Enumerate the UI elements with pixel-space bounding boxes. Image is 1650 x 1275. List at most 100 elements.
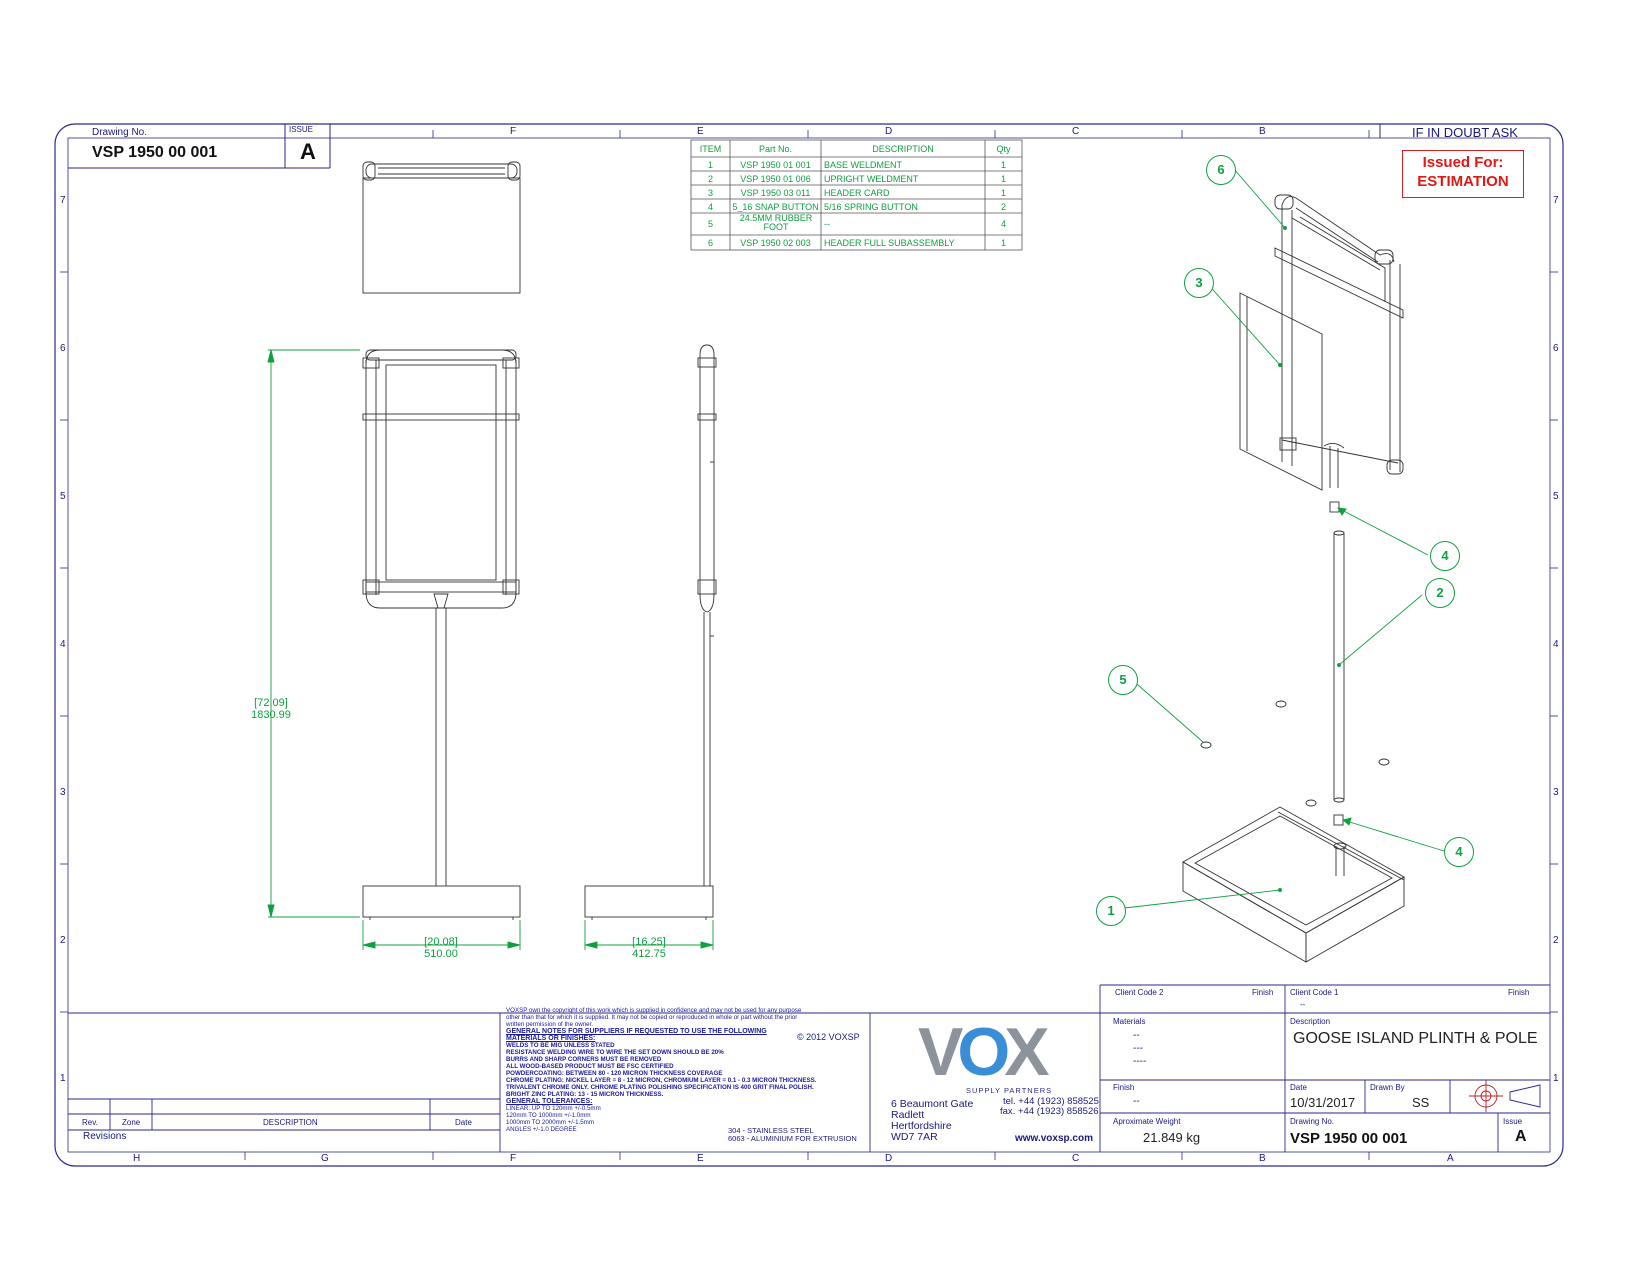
zone-right-6: 6 xyxy=(1553,343,1559,354)
bom-header-description: DESCRIPTION xyxy=(872,144,934,154)
height-dimension-mm: 1830.99 xyxy=(251,709,291,721)
drawn-by-label: Drawn By xyxy=(1370,1083,1405,1092)
notes-line: RESISTANCE WELDING WIRE TO WIRE THE SET … xyxy=(506,1049,724,1056)
client-code-2-label: Client Code 2 xyxy=(1115,988,1164,997)
zone-right-4: 4 xyxy=(1553,639,1559,650)
revisions-title: Revisions xyxy=(83,1131,127,1142)
revisions-description-header: DESCRIPTION xyxy=(263,1118,318,1127)
zone-bottom-d: D xyxy=(885,1153,893,1164)
bom-header-part: Part No. xyxy=(758,144,792,154)
bom-description: BASE WELDMENT xyxy=(824,160,903,170)
drawn-by-value: SS xyxy=(1412,1095,1430,1110)
bom-part-no: VSP 1950 01 001 xyxy=(740,160,811,170)
company-fax: fax. +44 (1923) 858526 xyxy=(1000,1106,1099,1117)
zone-bottom-g: G xyxy=(321,1153,329,1164)
front-width-inches: [20.08] xyxy=(424,936,458,948)
weight-label: Aproximate Weight xyxy=(1113,1117,1181,1126)
if-in-doubt-ask: IF IN DOUBT ASK xyxy=(1412,125,1518,140)
balloon-item-4-lower: 4 xyxy=(1444,837,1474,867)
tolerance-line: ANGLES +/-1.0 DEGREE xyxy=(506,1126,577,1133)
notes-line: ALL WOOD-BASED PRODUCT MUST BE FSC CERTI… xyxy=(506,1063,674,1070)
bom-qty: 1 xyxy=(1000,238,1006,248)
copyright-line: written permission of the owner. xyxy=(506,1021,594,1028)
address-line: 6 Beaumont Gate xyxy=(891,1098,974,1110)
notes-line: POWDERCOATING: BETWEEN 80 - 120 MICRON T… xyxy=(506,1070,723,1077)
bom-item: 2 xyxy=(707,174,713,184)
zone-bottom-h: H xyxy=(133,1153,141,1164)
issued-for-stamp: Issued For: ESTIMATION xyxy=(1402,150,1524,198)
zone-bottom-c: C xyxy=(1072,1153,1080,1164)
bom-item: 4 xyxy=(707,202,713,212)
bom-part-no: VSP 1950 03 011 xyxy=(740,188,811,198)
notes-heading: GENERAL NOTES FOR SUPPLIERS IF REQUESTED… xyxy=(506,1028,767,1035)
balloon-item-4-upper: 4 xyxy=(1430,541,1460,571)
balloon-item-2: 2 xyxy=(1425,578,1455,608)
address-line: Radlett xyxy=(891,1109,925,1121)
drawing-date: 10/31/2017 xyxy=(1290,1095,1356,1110)
bom-qty: 1 xyxy=(1000,160,1006,170)
tolerance-line: 1000mm TO 2000mm +/-1.5mm xyxy=(506,1119,594,1126)
notes-line: BRIGHT ZINC PLATING: 13 - 15 MICRON THIC… xyxy=(506,1091,664,1098)
balloon-item-3: 3 xyxy=(1184,268,1214,298)
inner-frame xyxy=(67,137,1551,1153)
zone-left-5: 5 xyxy=(60,491,66,502)
issued-for-label: Issued For: xyxy=(1422,154,1504,171)
side-width-dimension: [16.25] 412.75 xyxy=(614,936,684,960)
bom-qty: 2 xyxy=(1000,202,1006,212)
bom-description: -- xyxy=(824,219,830,229)
materials-label: Materials xyxy=(1113,1017,1146,1026)
copyright-line: VOXSP own the copyright of this work whi… xyxy=(506,1007,802,1014)
client-code-1-label: Client Code 1 xyxy=(1290,988,1339,997)
tolerances-heading: GENERAL TOLERANCES: xyxy=(506,1098,593,1105)
bom-description: UPRIGHT WELDMENT xyxy=(824,174,919,184)
company-logo-letter: V xyxy=(918,1014,963,1090)
zone-right-2: 2 xyxy=(1553,935,1559,946)
revisions-rev-header: Rev. xyxy=(82,1118,98,1127)
finish-value: -- xyxy=(1133,1096,1140,1107)
zone-top-e: E xyxy=(697,126,704,137)
zone-bottom-f: F xyxy=(510,1153,517,1164)
notes-line: WELDS TO BE MIG UNLESS STATED xyxy=(506,1042,615,1049)
finish-label-a: Finish xyxy=(1252,988,1274,997)
zone-left-6: 6 xyxy=(60,343,66,354)
bom-header-qty: Qty xyxy=(996,144,1011,154)
issue-value: A xyxy=(300,139,316,164)
zone-bottom-a: A xyxy=(1447,1153,1454,1164)
materials-value: ---- xyxy=(1133,1056,1147,1067)
date-label: Date xyxy=(1290,1083,1307,1092)
bom-item: 6 xyxy=(707,238,713,248)
finish-label-b: Finish xyxy=(1508,988,1530,997)
drawing-description: GOOSE ISLAND PLINTH & POLE xyxy=(1293,1030,1538,1047)
bom-qty: 1 xyxy=(1000,188,1006,198)
bom-description: HEADER FULL SUBASSEMBLY xyxy=(824,238,955,248)
drawing-no-label: Drawing No. xyxy=(92,127,148,138)
bom-item: 5 xyxy=(707,219,713,229)
material-spec-aluminium: 6063 - ALUMINIUM FOR EXTRUSION xyxy=(728,1134,857,1143)
company-tagline: SUPPLY PARTNERS xyxy=(966,1086,1053,1095)
company-website: www.voxsp.com xyxy=(1015,1133,1093,1144)
zone-top-d: D xyxy=(885,126,893,137)
address-line: WD7 7AR xyxy=(891,1131,938,1143)
zone-top-b: B xyxy=(1259,126,1266,137)
balloon-item-1: 1 xyxy=(1096,896,1126,926)
address-line: Hertfordshire xyxy=(891,1120,952,1132)
zone-right-7: 7 xyxy=(1553,195,1559,206)
bom-part-no: VSP 1950 01 006 xyxy=(740,174,811,184)
notes-line: BURRS AND SHARP CORNERS MUST BE REMOVED xyxy=(506,1056,662,1063)
balloon-item-5: 5 xyxy=(1108,665,1138,695)
bom-part-no: VSP 1950 02 003 xyxy=(740,238,811,248)
bom-item: 3 xyxy=(707,188,713,198)
bom-part-no: 24.5MM RUBBER FOOT xyxy=(739,214,813,232)
zone-left-1: 1 xyxy=(60,1073,66,1084)
general-notes: VOXSP own the copyright of this work whi… xyxy=(506,1007,866,1133)
zone-left-3: 3 xyxy=(60,787,66,798)
zone-top-f: F xyxy=(510,126,517,137)
bom-description: 5/16 SPRING BUTTON xyxy=(824,202,918,212)
company-logo-letter: X xyxy=(1004,1014,1049,1090)
issued-for-value: ESTIMATION xyxy=(1417,173,1509,190)
issue-label: ISSUE xyxy=(289,125,314,134)
revisions-zone-header: Zone xyxy=(122,1118,141,1127)
bom-qty: 1 xyxy=(1000,174,1006,184)
description-label: Description xyxy=(1290,1017,1331,1026)
copyright-line: other than that for which it is supplied… xyxy=(506,1014,798,1021)
